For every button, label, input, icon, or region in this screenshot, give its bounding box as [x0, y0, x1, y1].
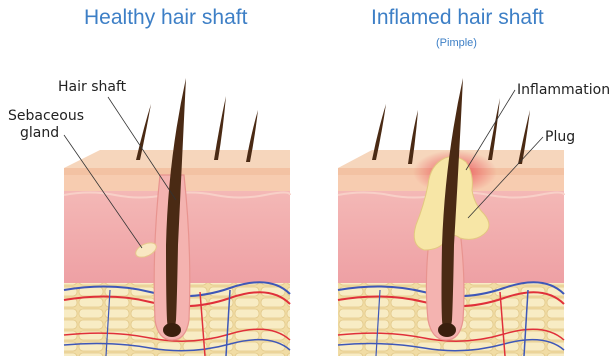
plug-label: Plug — [545, 129, 575, 146]
hair-shaft-label: Hair shaft — [58, 79, 126, 96]
sebaceous-gland-label-line1: Sebaceous — [8, 108, 84, 125]
inflammation-label: Inflammation — [517, 82, 610, 99]
sebaceous-gland-label-line2: gland — [20, 125, 59, 142]
